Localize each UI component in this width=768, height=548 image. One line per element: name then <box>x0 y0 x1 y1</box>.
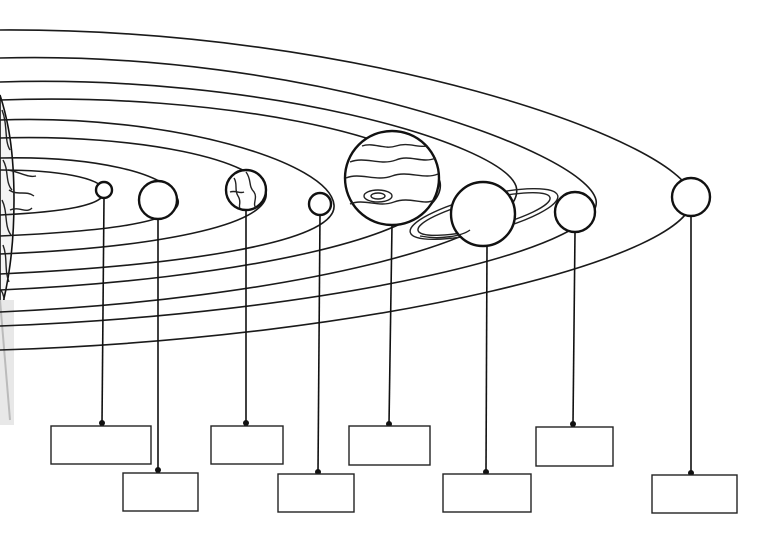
label-box-7[interactable] <box>535 426 614 467</box>
planet-uranus <box>553 190 597 234</box>
leader-lines <box>99 197 694 476</box>
planet-neptune <box>670 176 712 218</box>
label-box-4[interactable] <box>277 473 355 513</box>
planet-saturn <box>409 180 559 248</box>
sun-illustration <box>0 94 37 425</box>
label-box-2[interactable] <box>122 472 199 512</box>
orbit-7 <box>0 56 597 327</box>
label-box-6[interactable] <box>442 473 532 513</box>
planet-mercury <box>94 180 114 200</box>
label-box-8[interactable] <box>651 474 738 514</box>
planet-jupiter <box>343 129 441 227</box>
planet-venus <box>137 179 179 221</box>
label-box-1[interactable] <box>50 425 152 465</box>
label-box-3[interactable] <box>210 425 284 465</box>
planet-earth <box>224 168 268 212</box>
orbit-4 <box>0 118 335 275</box>
orbit-6 <box>0 80 518 313</box>
planet-mars <box>307 191 333 217</box>
label-box-5[interactable] <box>348 425 431 466</box>
